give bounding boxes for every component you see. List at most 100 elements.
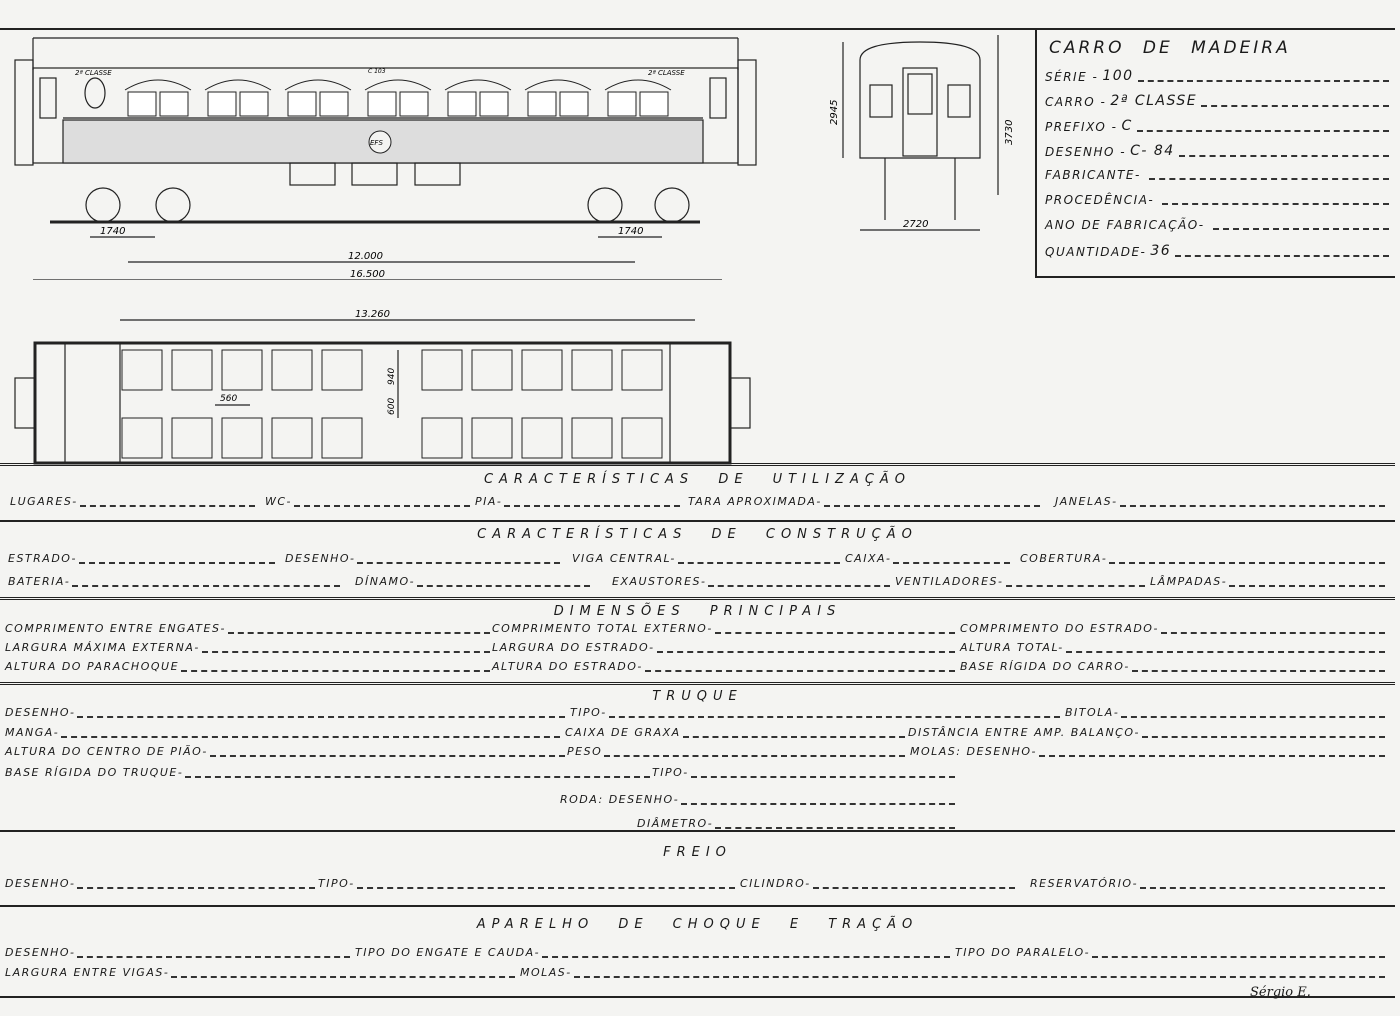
field-label: JANELAS- xyxy=(1055,495,1118,508)
field-blank xyxy=(1160,632,1385,634)
field-blank xyxy=(357,562,560,564)
seat xyxy=(271,349,313,391)
tb-row-fabricante: FABRICANTE- xyxy=(1045,168,1389,182)
dim-plan-length: 13.260 xyxy=(355,309,390,320)
field-lugares[interactable]: LUGARES- xyxy=(10,494,255,508)
field-label: DESENHO- xyxy=(5,946,76,959)
seat xyxy=(621,349,663,391)
seat xyxy=(521,417,563,459)
tb-label: PREFIXO - xyxy=(1045,120,1118,134)
field-cilindro[interactable]: CILINDRO- xyxy=(740,876,1015,890)
field-label: EXAUSTORES- xyxy=(612,575,707,588)
field-label: WC- xyxy=(265,495,293,508)
class-label-left: 2ª CLASSE xyxy=(75,69,112,77)
field-truque-desenho[interactable]: DESENHO- xyxy=(5,705,565,719)
tb-value: 36 xyxy=(1150,243,1172,259)
field-truque-tipo[interactable]: TIPO- xyxy=(570,705,1060,719)
field-blank xyxy=(682,736,905,738)
field-freio-desenho[interactable]: DESENHO- xyxy=(5,876,315,890)
seat xyxy=(471,349,513,391)
field-caixa[interactable]: CAIXA- xyxy=(845,551,1010,565)
dim-total-height: 3730 xyxy=(1004,120,1015,145)
field-label: MANGA- xyxy=(5,726,60,739)
field-pia[interactable]: PIA- xyxy=(475,494,680,508)
field-reservatorio[interactable]: RESERVATÓRIO- xyxy=(1030,876,1385,890)
field-base-rigida-carro[interactable]: BASE RÍGIDA DO CARRO- xyxy=(960,659,1385,673)
field-viga-central[interactable]: VIGA CENTRAL- xyxy=(572,551,840,565)
field-label: MOLAS: DESENHO- xyxy=(910,745,1037,758)
field-altura-estrado[interactable]: ALTURA DO ESTRADO- xyxy=(492,659,955,673)
field-label: COMPRIMENTO ENTRE ENGATES- xyxy=(5,622,226,635)
field-label: COMPRIMENTO TOTAL EXTERNO- xyxy=(492,622,713,635)
tb-dash xyxy=(1136,130,1389,132)
seat xyxy=(421,417,463,459)
field-caixa-graxa[interactable]: CAIXA DE GRAXA xyxy=(565,725,905,739)
window xyxy=(367,91,397,117)
field-cobertura[interactable]: COBERTURA- xyxy=(1020,551,1385,565)
field-molas-tipo[interactable]: TIPO- xyxy=(652,765,955,779)
field-label: DESENHO- xyxy=(285,552,356,565)
field-wc[interactable]: WC- xyxy=(265,494,470,508)
field-blank xyxy=(714,632,955,634)
field-largura-max[interactable]: LARGURA MÁXIMA EXTERNA- xyxy=(5,640,490,654)
field-blank xyxy=(78,562,275,564)
dim-body-height: 2945 xyxy=(829,100,840,125)
field-label: MOLAS- xyxy=(520,966,572,979)
field-comp-total[interactable]: COMPRIMENTO TOTAL EXTERNO- xyxy=(492,621,955,635)
field-distancia-amp[interactable]: DISTÂNCIA ENTRE AMP. BALANÇO- xyxy=(908,725,1385,739)
divider xyxy=(0,463,1395,466)
field-roda-desenho[interactable]: RODA: DESENHO- xyxy=(560,792,955,806)
field-tara[interactable]: TARA APROXIMADA- xyxy=(688,494,1040,508)
top-border xyxy=(0,28,1395,30)
field-freio-tipo[interactable]: TIPO- xyxy=(318,876,735,890)
field-label: DESENHO- xyxy=(5,877,76,890)
field-largura-estrado[interactable]: LARGURA DO ESTRADO- xyxy=(492,640,955,654)
field-blank xyxy=(417,585,590,587)
window xyxy=(479,91,509,117)
field-base-rigida-truque[interactable]: BASE RÍGIDA DO TRUQUE- xyxy=(5,765,650,779)
field-bitola[interactable]: BITOLA- xyxy=(1065,705,1385,719)
field-altura-parachoque[interactable]: ALTURA DO PARACHOQUE xyxy=(5,659,490,673)
divider xyxy=(0,682,1395,685)
field-peso[interactable]: PESO xyxy=(567,744,905,758)
window xyxy=(559,91,589,117)
field-exaustores[interactable]: EXAUSTORES- xyxy=(612,574,890,588)
field-blank xyxy=(604,755,905,757)
field-aparelho-desenho[interactable]: DESENHO- xyxy=(5,945,350,959)
field-label: TARA APROXIMADA- xyxy=(688,495,822,508)
section-heading-utilizacao: CARACTERÍSTICAS DE UTILIZAÇÃO xyxy=(483,472,912,487)
field-blank xyxy=(77,956,350,958)
field-manga[interactable]: MANGA- xyxy=(5,725,560,739)
field-ventiladores[interactable]: VENTILADORES- xyxy=(895,574,1145,588)
field-label: TIPO DO PARALELO- xyxy=(955,946,1091,959)
field-comp-estrado[interactable]: COMPRIMENTO DO ESTRADO- xyxy=(960,621,1385,635)
field-tipo-paralelo[interactable]: TIPO DO PARALELO- xyxy=(955,945,1385,959)
field-altura-total[interactable]: ALTURA TOTAL- xyxy=(960,640,1385,654)
field-lampadas[interactable]: LÂMPADAS- xyxy=(1150,574,1385,588)
field-comp-engates[interactable]: COMPRIMENTO ENTRE ENGATES- xyxy=(5,621,490,635)
window xyxy=(159,91,189,117)
field-diametro[interactable]: DIÂMETRO- xyxy=(637,816,955,830)
title-block-title: CARRO DE MADEIRA xyxy=(1049,38,1291,58)
floor-plan-drawing: 13.260 560 940 600 xyxy=(14,309,751,465)
field-estrado[interactable]: ESTRADO- xyxy=(8,551,275,565)
field-tipo-engate[interactable]: TIPO DO ENGATE E CAUDA- xyxy=(355,945,950,959)
field-molas-desenho[interactable]: MOLAS: DESENHO- xyxy=(910,744,1385,758)
field-bateria[interactable]: BATERIA- xyxy=(8,574,340,588)
window xyxy=(527,91,557,117)
tb-label: QUANTIDADE- xyxy=(1045,245,1147,259)
field-label: LARGURA MÁXIMA EXTERNA- xyxy=(5,641,200,654)
field-desenho[interactable]: DESENHO- xyxy=(285,551,560,565)
field-aparelho-molas[interactable]: MOLAS- xyxy=(520,965,1385,979)
field-largura-vigas[interactable]: LARGURA ENTRE VIGAS- xyxy=(5,965,515,979)
seat xyxy=(321,349,363,391)
field-dinamo[interactable]: DÍNAMO- xyxy=(355,574,590,588)
title-block: CARRO DE MADEIRA SÉRIE -100 CARRO -2ª CL… xyxy=(1035,30,1395,278)
field-label: CAIXA- xyxy=(845,552,892,565)
field-label: DÍNAMO- xyxy=(355,575,416,588)
tb-label: PROCEDÊNCIA- xyxy=(1045,193,1155,207)
field-altura-piao[interactable]: ALTURA DO CENTRO DE PIÃO- xyxy=(5,744,565,758)
field-janelas[interactable]: JANELAS- xyxy=(1055,494,1385,508)
emblem-icon xyxy=(368,130,392,154)
dim-bogie-left: 1740 xyxy=(100,226,125,237)
